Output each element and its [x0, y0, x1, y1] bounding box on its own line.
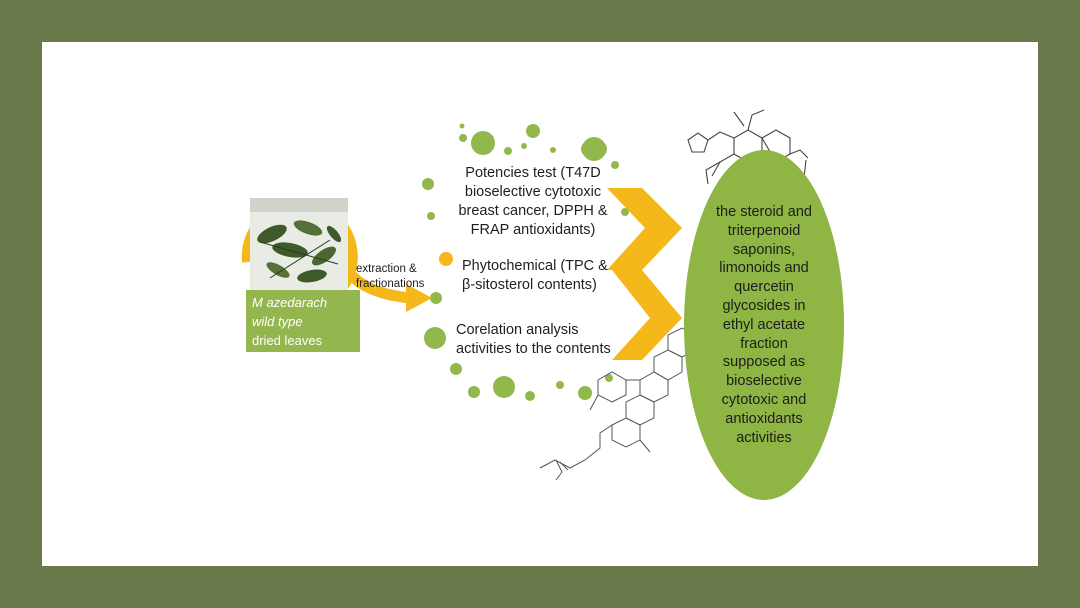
step-phytochemical: Phytochemical (TPC & β-sitosterol conten…	[462, 257, 632, 295]
source-type: wild type	[252, 314, 303, 329]
step2-line: Phytochemical (TPC &	[462, 258, 608, 274]
step1-line: bioselective cytotoxic	[464, 184, 602, 200]
step1-line: Potencies test (T47D	[465, 165, 601, 181]
source-species: M azedarach	[252, 295, 328, 310]
step2-line: β-sitosterol contents)	[462, 277, 597, 293]
slide-panel	[42, 42, 1038, 566]
plant-photo	[250, 198, 348, 290]
conclusion-line: limonoids and	[719, 260, 809, 277]
conclusion-line: ethyl acetate	[722, 316, 806, 333]
step-potencies-test: Potencies test (T47D bioselective cytoto…	[448, 164, 618, 240]
source-label-box: M azedarach wild type dried leaves	[246, 290, 360, 352]
conclusion-line: quercetin	[734, 279, 794, 296]
dot-ring	[422, 123, 629, 401]
process-label-line1: extraction &	[356, 263, 417, 275]
chevron-arrow-bottom	[612, 270, 682, 360]
leaves-image	[250, 198, 348, 283]
conclusion-line: saponins,	[732, 241, 796, 258]
conclusion-line: antioxidants	[725, 410, 803, 427]
conclusion-oval	[684, 150, 844, 500]
step3-line: Corelation analysis	[456, 322, 579, 338]
conclusion-line: bioselective	[726, 373, 802, 390]
arrow-head-icon	[406, 284, 432, 312]
step1-line: breast cancer, DPPH &	[458, 203, 608, 219]
step-correlation-analysis: Corelation analysis activities to the co…	[456, 321, 646, 359]
conclusion-line: fraction	[740, 335, 788, 352]
steroid-molecule-icon	[539, 327, 697, 481]
step1-line: FRAP antioxidants)	[470, 222, 596, 238]
conclusion-line: supposed as	[722, 354, 806, 371]
yellow-dot	[439, 252, 453, 266]
source-material: dried leaves	[252, 333, 323, 348]
conclusion-line: triterpenoid	[727, 222, 801, 239]
process-arrow-label: extraction & fractionations	[356, 262, 440, 292]
conclusion-line: glycosides in	[722, 297, 806, 314]
step3-line: activities to the contents	[456, 341, 611, 357]
process-label-line2: fractionations	[356, 278, 425, 290]
chevron-arrow-top	[607, 188, 682, 270]
conclusion-text: the steroid and triterpenoid saponins, l…	[700, 203, 828, 447]
conclusion-line: the steroid and	[716, 204, 812, 220]
conclusion-line: cytotoxic and	[721, 391, 807, 408]
conclusion-line: activities	[736, 429, 792, 446]
